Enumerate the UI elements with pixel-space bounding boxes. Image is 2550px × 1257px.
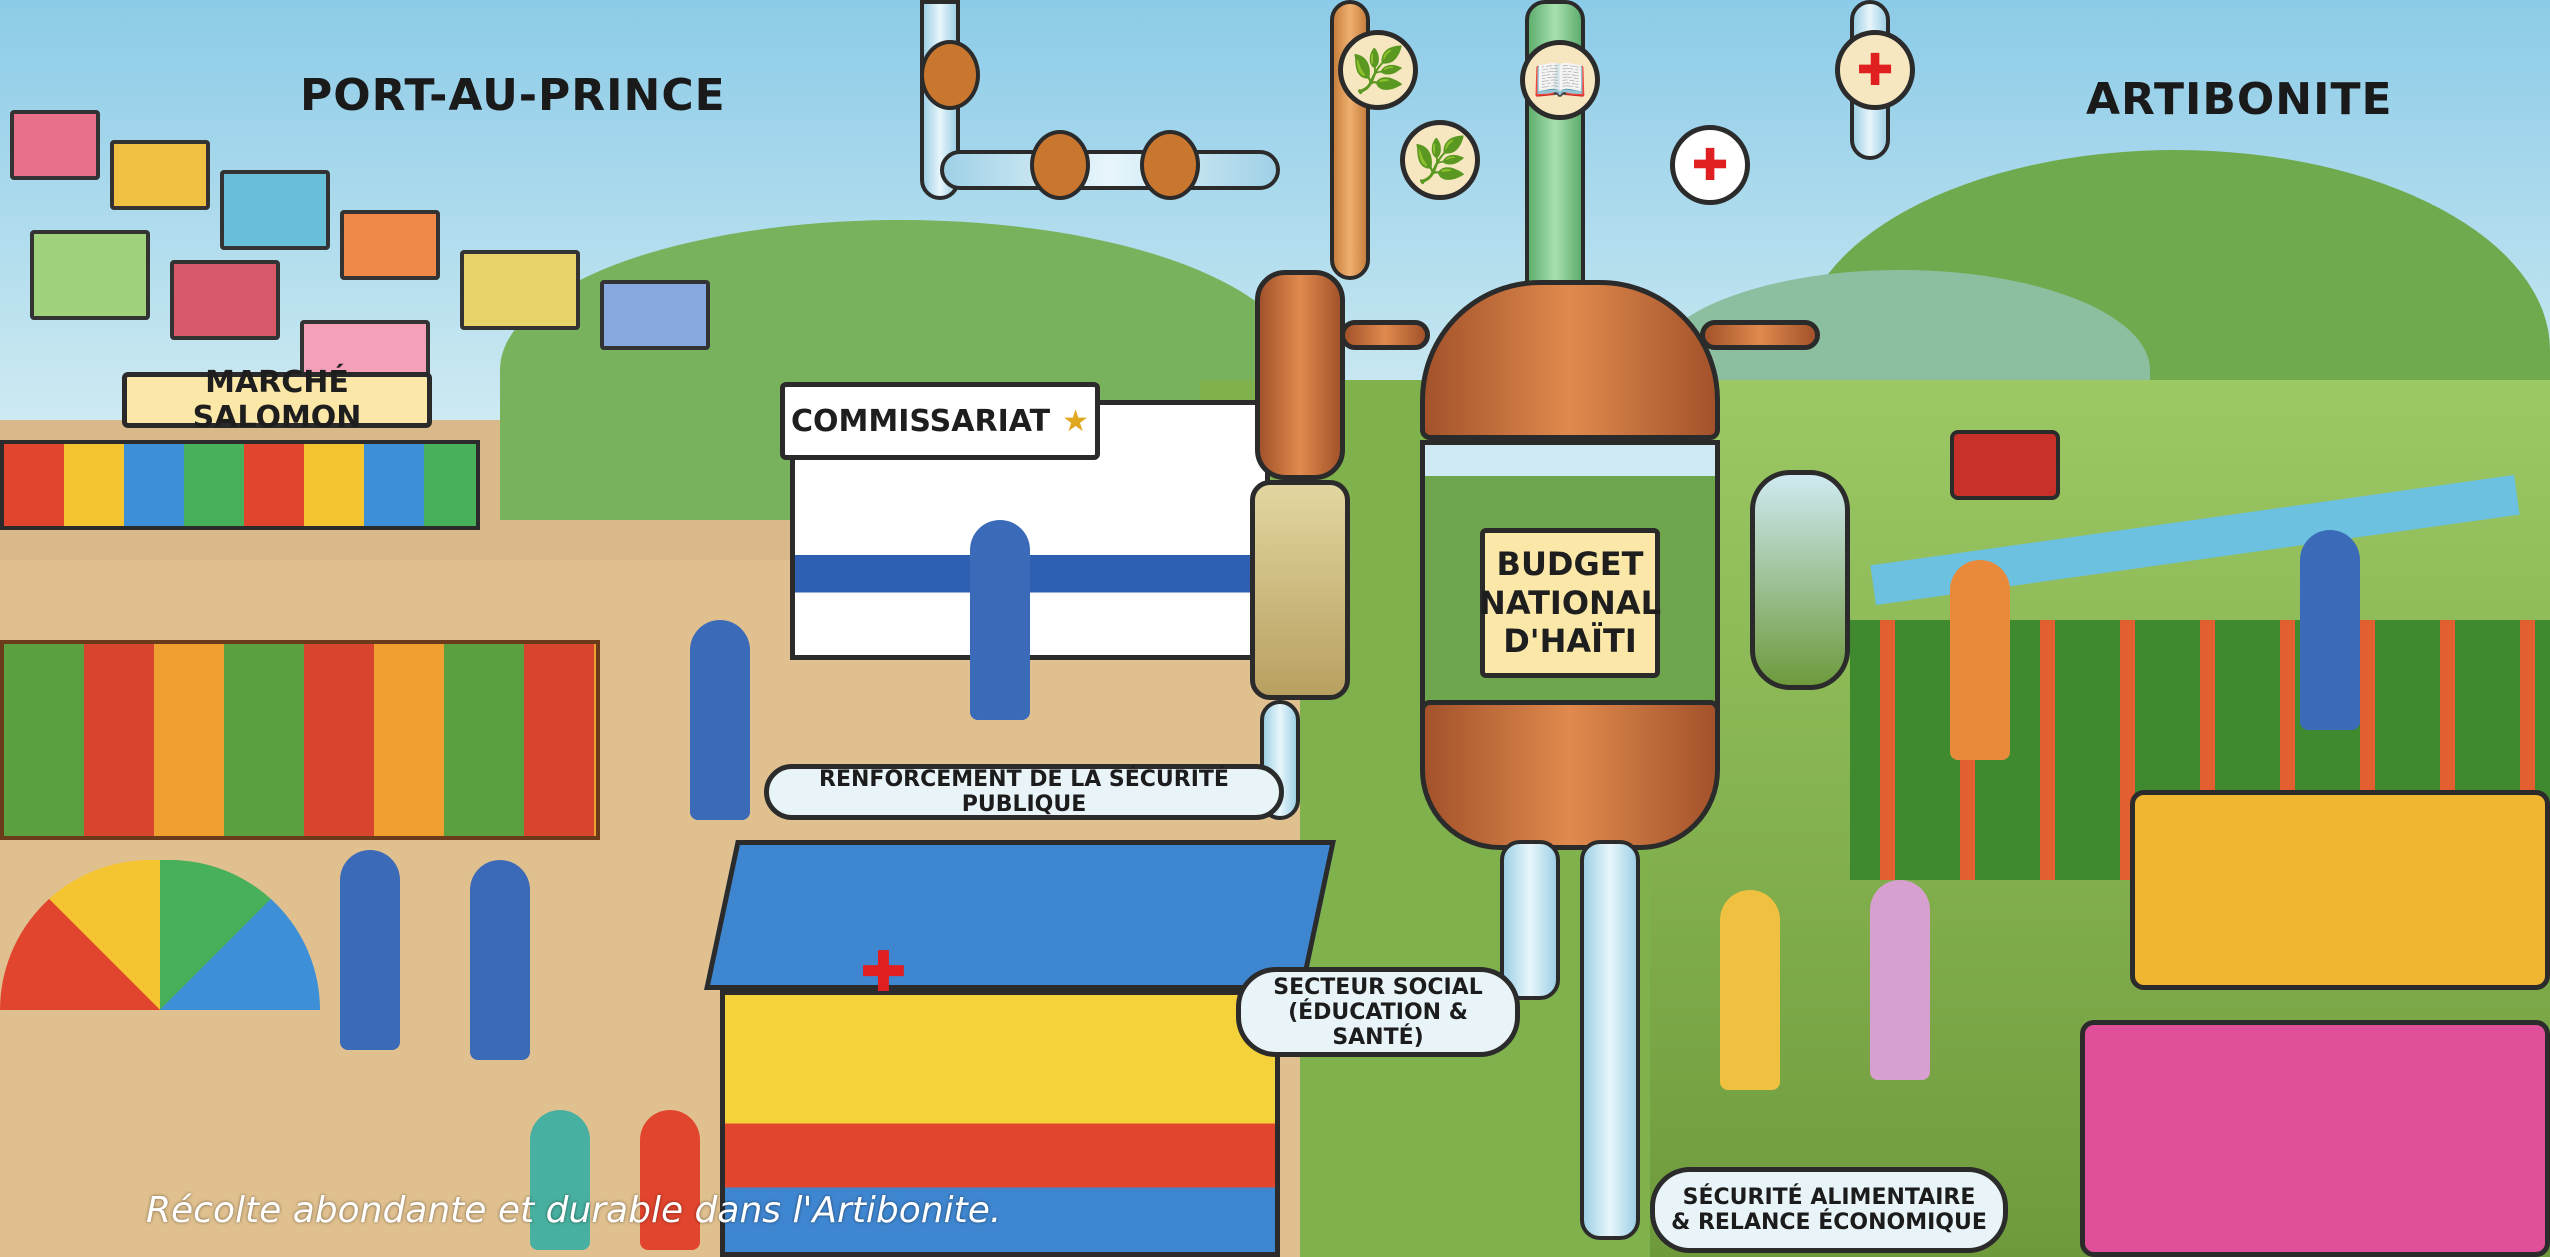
flow-label-security: RENFORCEMENT DE LA SÉCURITÉ PUBLIQUE — [764, 764, 1284, 820]
book-icon: 📖 — [1520, 40, 1600, 120]
budget-label-line2: NATIONAL — [1479, 583, 1661, 622]
police-officer — [470, 860, 530, 1060]
flow-label-social-line1: SECTEUR SOCIAL — [1273, 974, 1483, 1000]
house — [220, 170, 330, 250]
farmer — [1950, 560, 2010, 760]
flow-label-social: SECTEUR SOCIAL (ÉDUCATION & SANTÉ) — [1236, 967, 1520, 1057]
right-column — [1750, 470, 1850, 690]
leaf-icon: 🌿 — [1400, 120, 1480, 200]
budget-label: BUDGET NATIONAL D'HAÏTI — [1479, 528, 1661, 678]
farmer — [1720, 890, 1780, 1090]
left-column-cap — [1255, 270, 1345, 480]
house — [30, 230, 150, 320]
house — [110, 140, 210, 210]
tank-bottom — [1420, 700, 1720, 850]
yellow-truck — [2130, 790, 2550, 990]
pink-truck — [2080, 1020, 2550, 1257]
house — [600, 280, 710, 350]
red-cross-icon: ✚ — [860, 940, 907, 1005]
flow-label-food-line2: & RELANCE ÉCONOMIQUE — [1671, 1210, 1987, 1235]
farmer — [2300, 530, 2360, 730]
pipe-social — [1500, 840, 1560, 1000]
flow-label-food-line1: SÉCURITÉ ALIMENTAIRE — [1682, 1185, 1976, 1210]
flow-label-social-line2: (ÉDUCATION & SANTÉ) — [1288, 999, 1468, 1050]
pipe-arm-right — [1700, 320, 1820, 350]
clinic — [720, 990, 1280, 1257]
police-officer — [340, 850, 400, 1050]
market-awning — [0, 440, 480, 530]
star-badge-icon: ★ — [1062, 403, 1089, 439]
flow-label-food: SÉCURITÉ ALIMENTAIRE & RELANCE ÉCONOMIQU… — [1650, 1167, 2008, 1253]
clinic-roof — [704, 840, 1336, 990]
hillside-houses — [0, 80, 950, 430]
police-sign-label: COMMISSARIAT — [791, 403, 1051, 439]
pipe-arm-left — [1340, 320, 1430, 350]
gourd-icon — [1140, 130, 1200, 200]
gourd-icon — [1030, 130, 1090, 200]
budget-label-line3: D'HAÏTI — [1503, 622, 1637, 661]
region-label-artibonite: ARTIBONITE — [2086, 74, 2393, 125]
student — [530, 1110, 590, 1250]
pipe-gourd-horizontal — [940, 150, 1280, 190]
market-sign: MARCHÉ SALOMON — [122, 365, 432, 435]
house — [170, 260, 280, 340]
left-column — [1250, 480, 1350, 700]
tank-top — [1420, 280, 1720, 440]
pipe-food — [1580, 840, 1640, 1240]
farmer — [1870, 880, 1930, 1080]
house — [10, 110, 100, 180]
region-label-port-au-prince: PORT-AU-PRINCE — [300, 70, 726, 121]
leaf-icon: 🌿 — [1338, 30, 1418, 110]
caption: Récolte abondante et durable dans l'Arti… — [146, 1190, 1002, 1231]
budget-label-line1: BUDGET — [1496, 545, 1644, 584]
vegetable-stalls — [0, 640, 600, 840]
police-officer — [970, 520, 1030, 720]
student — [640, 1110, 700, 1250]
medical-kit-icon: ✚ — [1835, 30, 1915, 110]
house — [340, 210, 440, 280]
gourd-icon — [920, 40, 980, 110]
red-cross-icon: ✚ — [1670, 125, 1750, 205]
police-sign: COMMISSARIAT ★ — [780, 382, 1100, 460]
tractor — [1950, 430, 2060, 500]
house — [460, 250, 580, 330]
police-officer — [690, 620, 750, 820]
